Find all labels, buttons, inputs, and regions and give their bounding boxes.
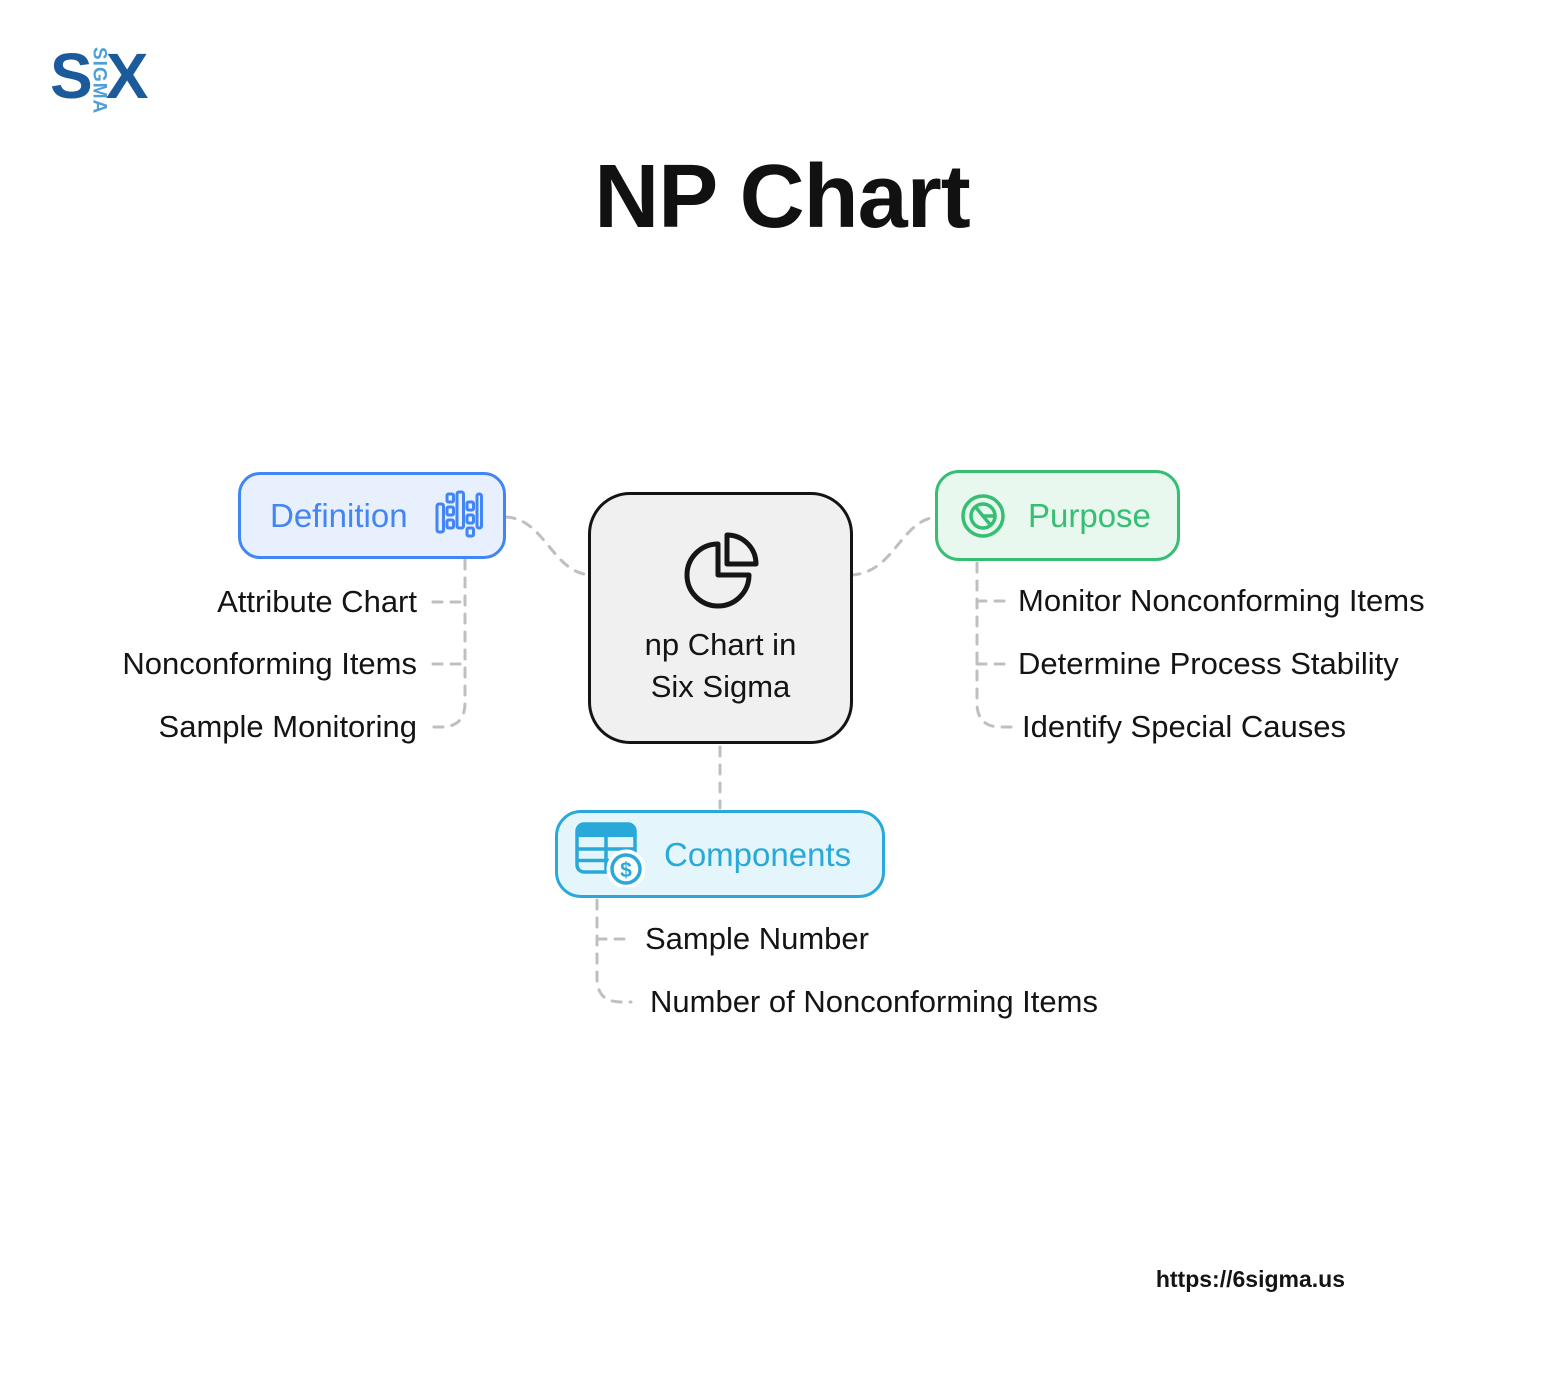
candlestick-bars-icon bbox=[435, 490, 483, 537]
logo-letter-x: X bbox=[105, 40, 149, 112]
item-nonconforming-items: Nonconforming Items bbox=[122, 646, 417, 681]
item-monitor-nonconforming-items: Monitor Nonconforming Items bbox=[1018, 583, 1425, 618]
center-node: np Chart in Six Sigma bbox=[588, 492, 853, 744]
six-sigma-logo: S SIGMA X bbox=[50, 40, 149, 115]
rail-definition bbox=[429, 558, 467, 729]
components-node: $ Components bbox=[555, 810, 885, 898]
definition-label: Definition bbox=[270, 497, 408, 534]
target-pie-icon bbox=[961, 493, 1005, 538]
rail-purpose bbox=[975, 561, 1013, 729]
item-determine-process-stability: Determine Process Stability bbox=[1018, 646, 1399, 681]
item-sample-number: Sample Number bbox=[645, 921, 869, 956]
source-url: https://6sigma.us bbox=[1155, 1266, 1345, 1292]
definition-node: Definition bbox=[238, 472, 506, 559]
purpose-label: Purpose bbox=[1028, 497, 1151, 534]
components-label: Components bbox=[664, 835, 852, 873]
center-label-line1: np Chart in bbox=[644, 627, 797, 663]
item-number-of-nonconforming-items: Number of Nonconforming Items bbox=[650, 984, 1098, 1019]
item-identify-special-causes: Identify Special Causes bbox=[1022, 709, 1346, 744]
item-sample-monitoring: Sample Monitoring bbox=[158, 709, 417, 744]
pie-chart-icon bbox=[684, 532, 758, 609]
page-title: NP Chart bbox=[594, 147, 970, 247]
connector-center-purpose bbox=[849, 515, 939, 577]
purpose-node: Purpose bbox=[935, 470, 1180, 561]
center-label-line2: Six Sigma bbox=[650, 669, 791, 704]
rail-components bbox=[595, 898, 633, 1004]
finance-table-icon: $ bbox=[575, 822, 645, 887]
svg-text:$: $ bbox=[620, 859, 632, 882]
item-attribute-chart: Attribute Chart bbox=[217, 584, 417, 619]
connector-definition-center bbox=[504, 515, 592, 577]
logo-letter-s: S bbox=[50, 40, 93, 112]
logo-sigma-vertical: SIGMA bbox=[88, 47, 110, 115]
center-node-label: np Chart in Six Sigma bbox=[645, 624, 797, 708]
